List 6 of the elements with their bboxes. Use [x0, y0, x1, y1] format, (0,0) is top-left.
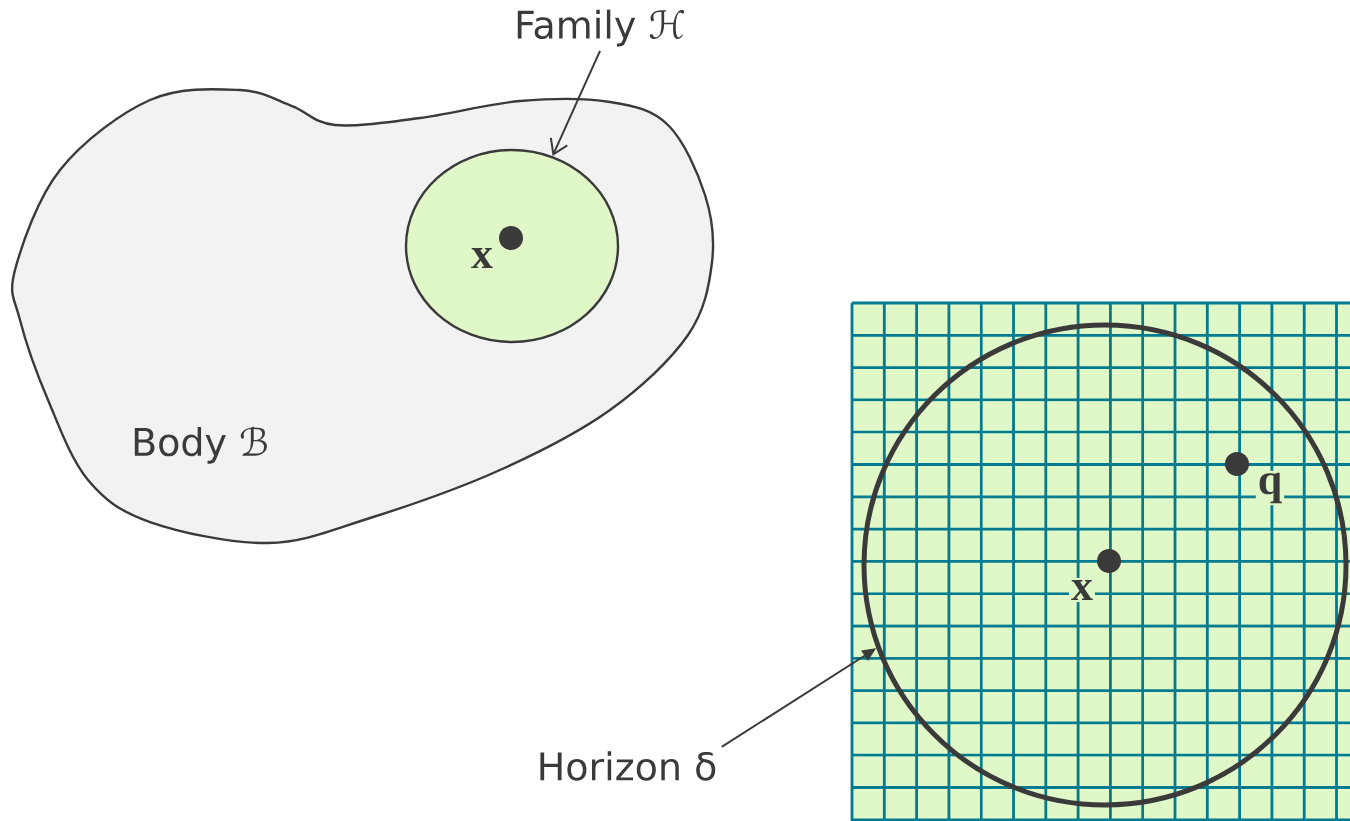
callout-text: Family ℋ — [517, 9, 685, 47]
family-ellipse — [404, 148, 620, 344]
point-label: x — [469, 245, 495, 271]
arrow — [549, 49, 601, 157]
callout-text: Horizon δ — [540, 751, 716, 781]
point-label: x — [1069, 577, 1095, 603]
